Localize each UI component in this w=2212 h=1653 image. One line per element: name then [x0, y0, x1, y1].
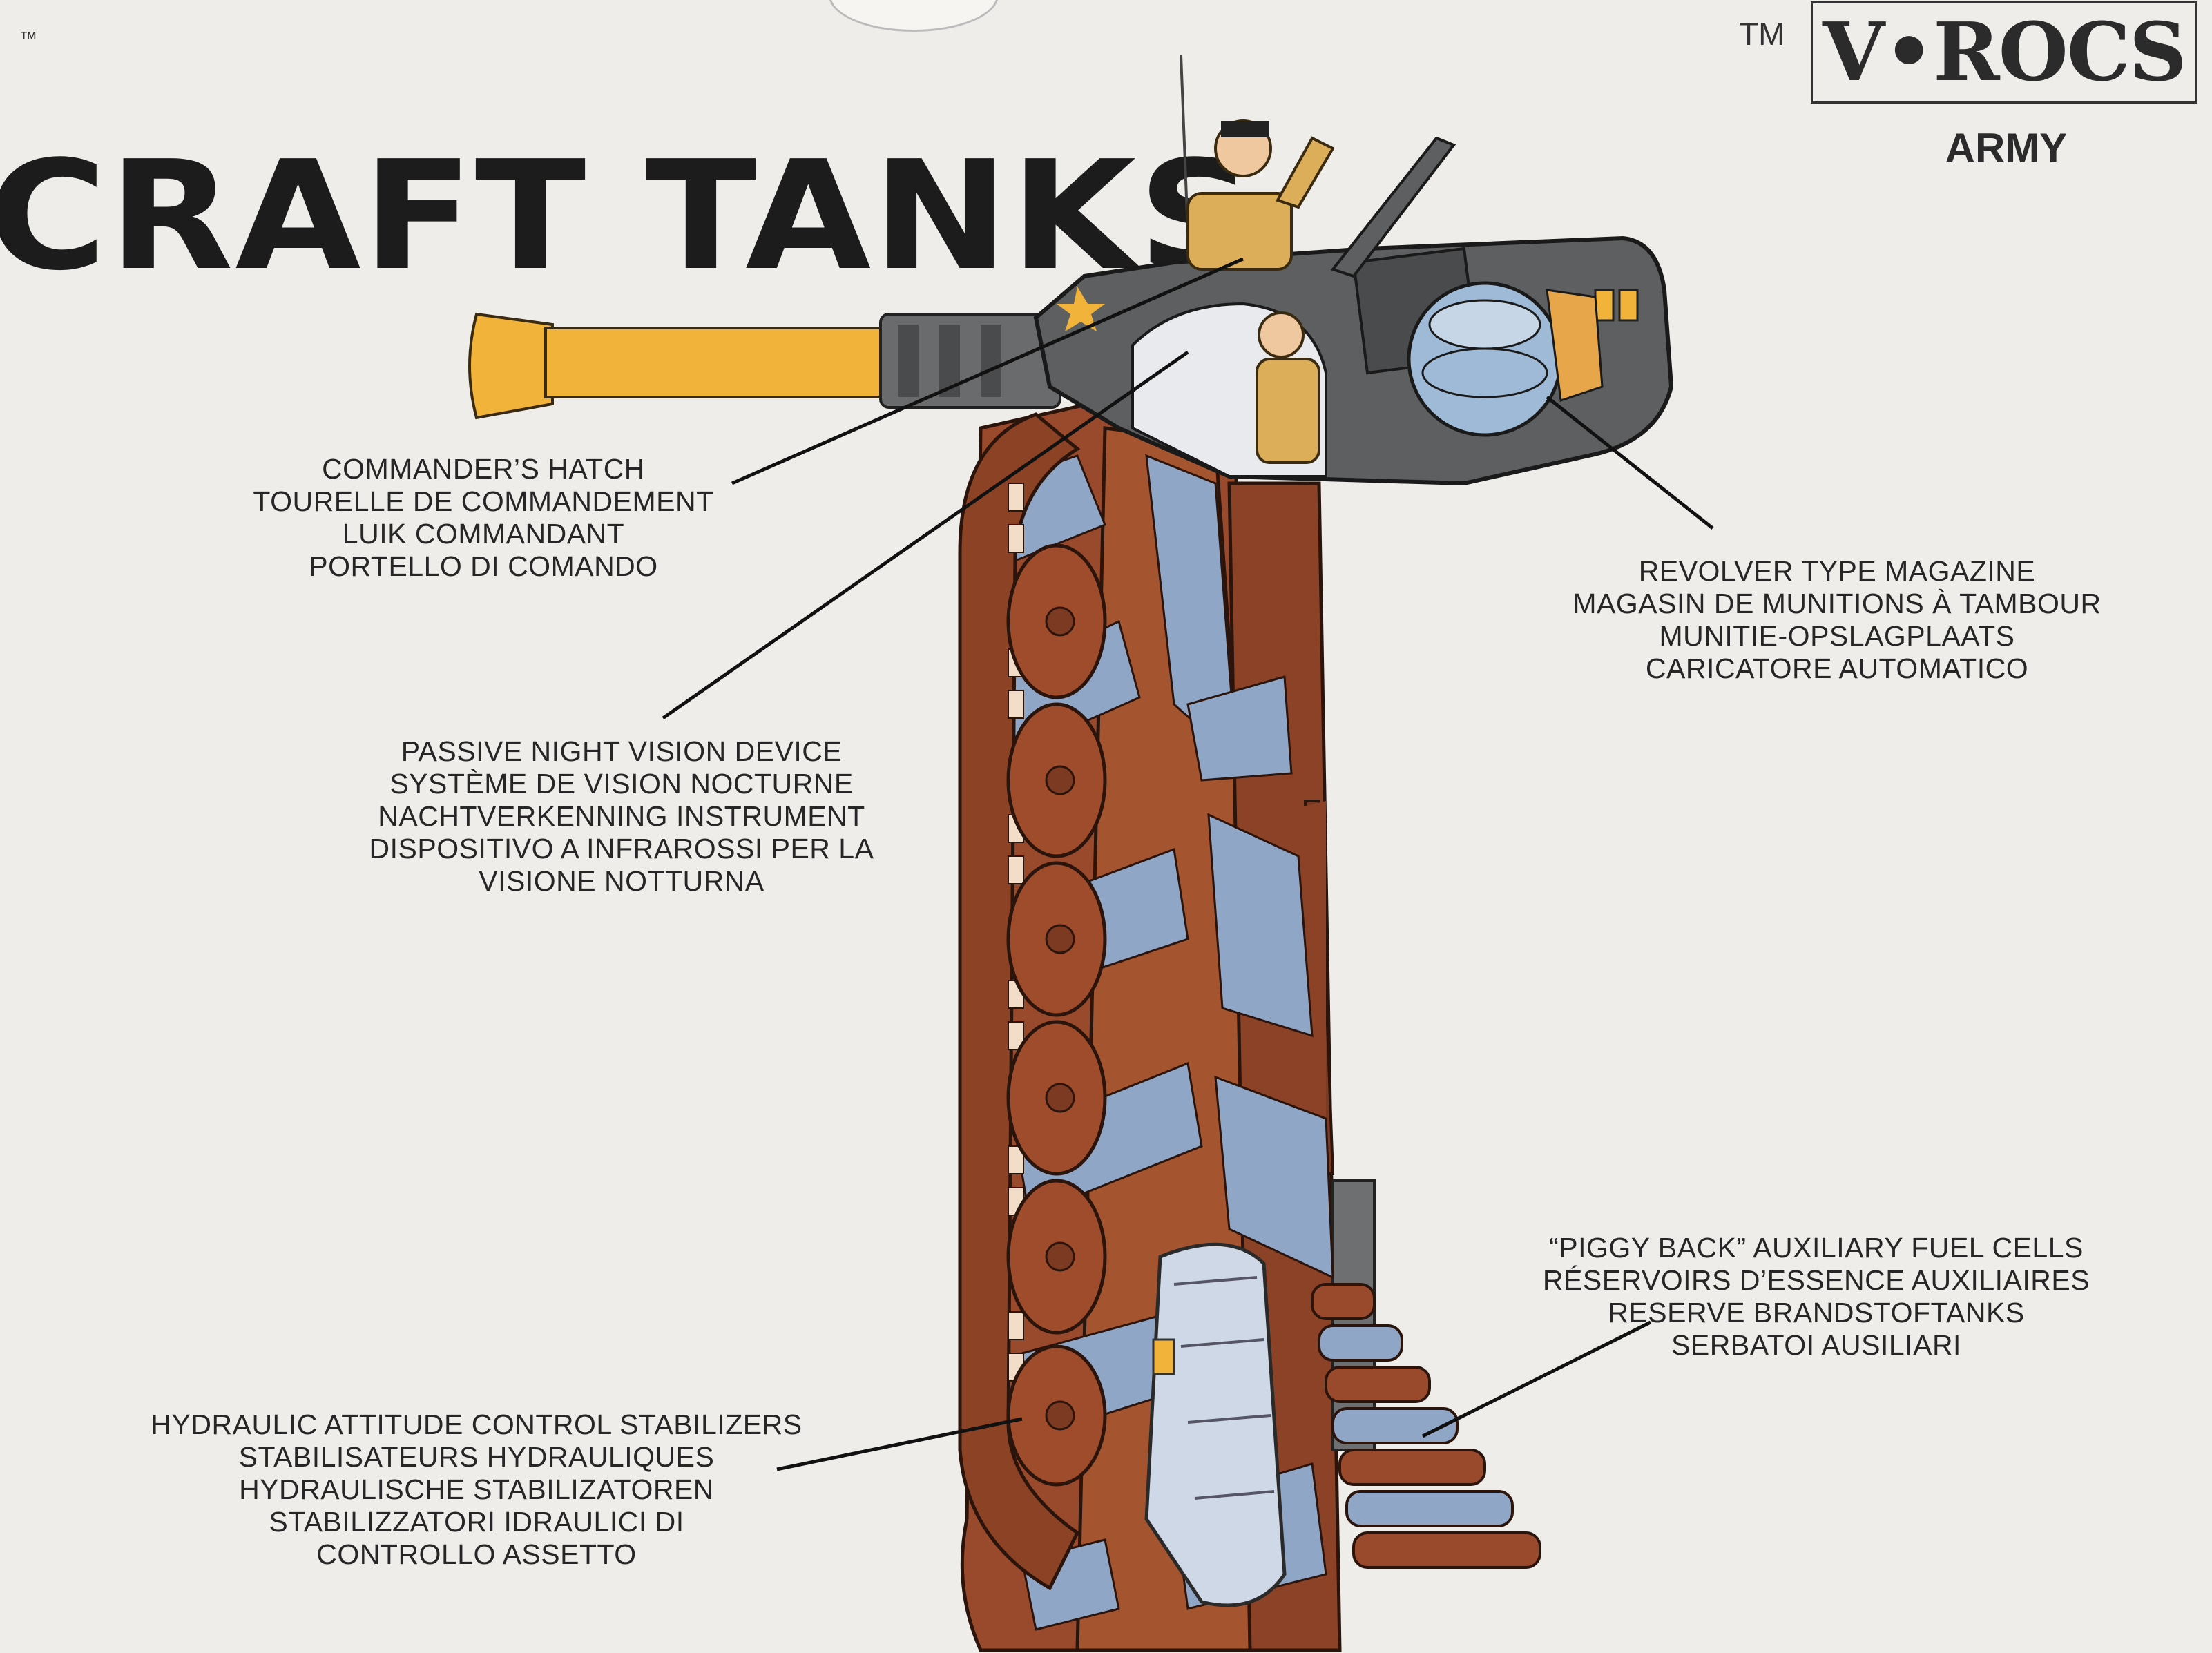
auxiliary-fuel-cell [1144, 1242, 1287, 1607]
leader-night-vision [662, 350, 1189, 720]
callout-line: MAGASIN DE MUNITIONS À TAMBOUR [1573, 588, 2102, 619]
leader-stabilizers [776, 1417, 1023, 1471]
crew-figure [1256, 311, 1320, 464]
callout-fuel-cells: “PIGGY BACK” AUXILIARY FUEL CELLS RÉSERV… [1506, 1232, 2127, 1362]
revolver-magazine [1407, 281, 1604, 437]
callout-line: HYDRAULISCHE STABILIZATOREN [239, 1473, 714, 1505]
callout-commanders-hatch: COMMANDER’S HATCH TOURELLE DE COMMANDEME… [207, 453, 760, 583]
callout-line: STABILIZZATORI IDRAULICI DI [269, 1506, 684, 1538]
tank-track [958, 412, 1081, 1591]
callout-line: LUIK COMMANDANT [342, 518, 625, 550]
callout-line: PASSIVE NIGHT VISION DEVICE [401, 735, 843, 767]
callout-line: RÉSERVOIRS D’ESSENCE AUXILIAIRES [1542, 1264, 2090, 1296]
callout-line: CONTROLLO ASSETTO [316, 1538, 637, 1570]
callout-line: NACHTVERKENNING INSTRUMENT [378, 800, 865, 832]
callout-stabilizers: HYDRAULIC ATTITUDE CONTROL STABILIZERS S… [97, 1409, 856, 1571]
commander-figure [1186, 119, 1335, 271]
callout-line: SYSTÈME DE VISION NOCTURNE [389, 768, 854, 800]
callout-leader-lines [662, 257, 1714, 1471]
brand-subtitle: ARMY [1945, 125, 2068, 171]
callout-line: HYDRAULIC ATTITUDE CONTROL STABILIZERS [151, 1409, 802, 1440]
trademark-mark-left: ™ [19, 28, 37, 48]
callout-line: VISIONE NOTTURNA [479, 865, 764, 897]
callout-revolver-magazine: REVOLVER TYPE MAGAZINE MAGASIN DE MUNITI… [1509, 555, 2165, 685]
callout-line: COMMANDER’S HATCH [322, 453, 645, 485]
callout-line: PORTELLO DI COMANDO [309, 550, 658, 582]
brand-logo: V•ROCS [1811, 1, 2197, 104]
hatch-lid [1330, 136, 1456, 278]
hydraulic-stabilizer-legs [1311, 1283, 1541, 1569]
leader-fuel-cells [1421, 1320, 1652, 1438]
main-gun-barrel [468, 312, 1061, 420]
callout-line: “PIGGY BACK” AUXILIARY FUEL CELLS [1549, 1232, 2084, 1264]
callout-line: DISPOSITIVO A INFRAROSSI PER LA [369, 833, 874, 864]
trademark-mark-right: TM [1739, 16, 1785, 52]
callout-line: CARICATORE AUTOMATICO [1645, 652, 2029, 684]
callout-line: REVOLVER TYPE MAGAZINE [1638, 555, 2036, 587]
callout-line: TOURELLE DE COMMANDEMENT [253, 485, 714, 517]
callout-line: STABILISATEURS HYDRAULIQUES [238, 1441, 715, 1473]
leader-revolver-magazine [1546, 396, 1714, 530]
page-title: CRAFT TANKS [0, 129, 1257, 304]
callout-night-vision: PASSIVE NIGHT VISION DEVICE SYSTÈME DE V… [311, 735, 932, 898]
callout-line: RESERVE BRANDSTOFTANKS [1608, 1297, 2025, 1328]
callout-line: SERBATOI AUSILIARI [1671, 1329, 1961, 1361]
leader-commanders-hatch [731, 257, 1244, 485]
wheel-hubs [1045, 606, 1075, 1431]
callout-line: MUNITIE-OPSLAGPLAATS [1659, 620, 2015, 652]
